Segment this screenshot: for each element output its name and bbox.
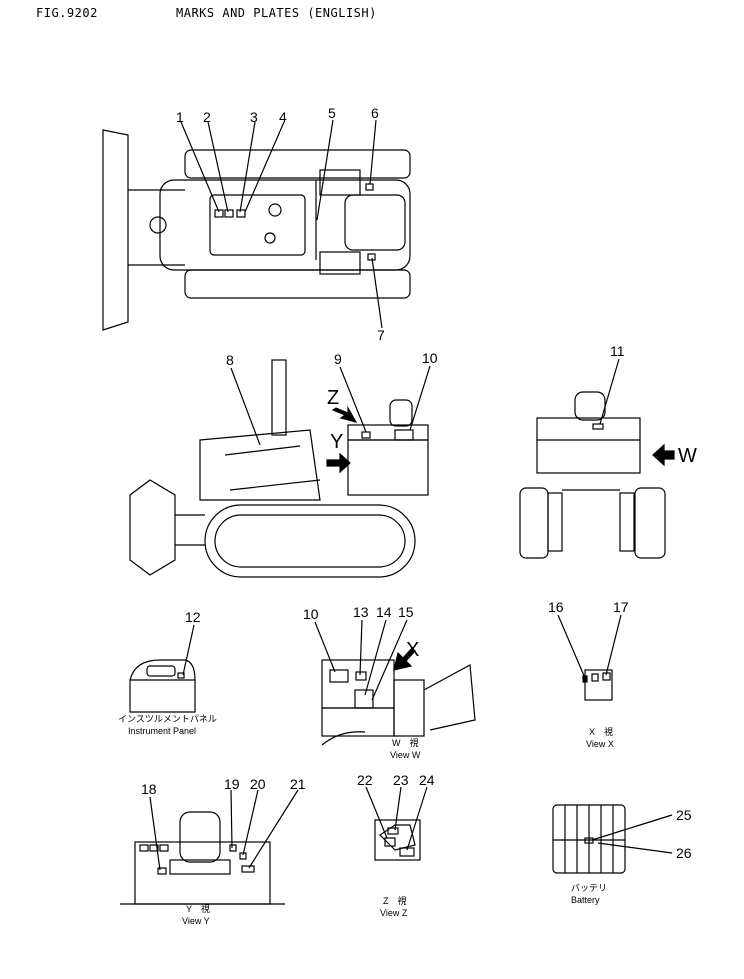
callout-20: 20	[250, 776, 266, 792]
view-w-drawing	[321, 659, 476, 746]
caption-view-w-jp: W 視	[392, 737, 419, 748]
callout-14: 14	[376, 604, 392, 620]
callout-5: 5	[328, 105, 336, 121]
callout-10-view-w: 10	[303, 606, 319, 622]
arrow-w-icon	[652, 443, 675, 467]
callout-25: 25	[676, 807, 692, 823]
arrow-z-icon	[331, 405, 358, 423]
side-view-drawing	[129, 359, 429, 578]
caption-battery: Battery	[571, 895, 600, 905]
view-x-drawing	[582, 669, 613, 701]
callout-11: 11	[610, 343, 625, 359]
battery-drawing	[552, 804, 626, 874]
figure-number: FIG.9202	[36, 6, 98, 20]
view-letter-x: X	[406, 639, 419, 661]
callout-19: 19	[224, 776, 240, 792]
callout-9: 9	[334, 351, 342, 367]
view-z-drawing	[374, 819, 421, 861]
rear-view-drawing	[519, 391, 666, 559]
caption-instrument-panel-jp: インスツルメントパネル	[118, 714, 217, 724]
caption-view-z-jp: Z 視	[383, 895, 407, 906]
view-letter-y: Y	[330, 431, 343, 453]
callout-24: 24	[419, 772, 435, 788]
callout-21: 21	[290, 776, 306, 792]
caption-view-w: View W	[390, 750, 421, 760]
figure-title: MARKS AND PLATES (ENGLISH)	[176, 6, 377, 20]
callout-4: 4	[279, 109, 287, 125]
callout-23: 23	[393, 772, 409, 788]
caption-view-y: View Y	[182, 916, 210, 926]
caption-instrument-panel: Instrument Panel	[128, 726, 196, 736]
view-arrows	[326, 405, 675, 671]
caption-view-x: View X	[586, 739, 614, 749]
top-view-drawing	[102, 129, 411, 331]
view-y-drawing	[120, 811, 285, 905]
leader-lines	[149, 119, 673, 871]
callout-10: 10	[422, 350, 438, 366]
view-letter-z: Z	[327, 387, 339, 409]
callout-18: 18	[141, 781, 157, 797]
instrument-panel-drawing	[129, 659, 196, 713]
view-letter-w: W	[678, 445, 697, 467]
callout-3: 3	[250, 109, 258, 125]
caption-view-x-jp: X 視	[589, 726, 613, 737]
caption-view-z: View Z	[380, 908, 408, 918]
callout-26: 26	[676, 845, 692, 861]
callout-7: 7	[377, 327, 385, 343]
callout-8: 8	[226, 352, 234, 368]
caption-battery-jp: バッテリ	[571, 883, 607, 893]
callout-numbers: 1 2 3 4 5 6 7 8 9 10 11 12 10 13 14 15 1…	[141, 105, 697, 861]
callout-22: 22	[357, 772, 373, 788]
callout-15: 15	[398, 604, 414, 620]
callout-17: 17	[613, 599, 629, 615]
caption-view-y-jp: Y 視	[186, 903, 210, 914]
callout-16: 16	[548, 599, 564, 615]
view-captions: インスツルメントパネル Instrument Panel W 視 View W …	[118, 714, 614, 926]
arrow-y-icon	[326, 452, 351, 474]
callout-2: 2	[203, 109, 211, 125]
callout-12: 12	[185, 609, 201, 625]
arrow-x-icon	[393, 647, 416, 671]
callout-6: 6	[371, 105, 379, 121]
callout-1: 1	[176, 109, 184, 125]
callout-13: 13	[353, 604, 369, 620]
